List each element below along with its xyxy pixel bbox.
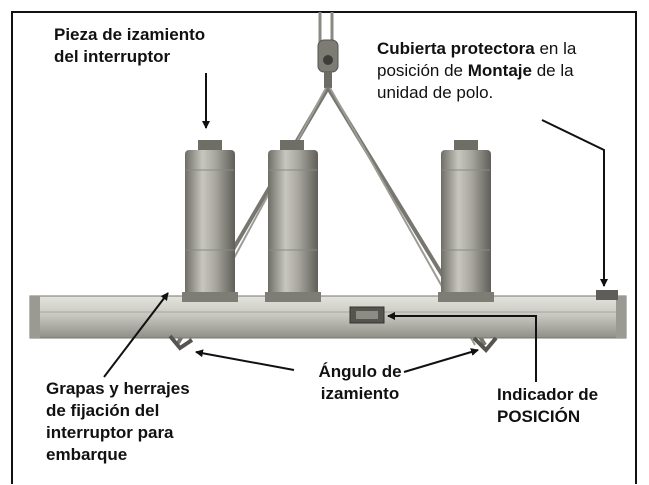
arrow-angle-left — [195, 349, 295, 371]
label-text: de la — [531, 61, 574, 80]
label-line: de fijación del — [46, 401, 160, 420]
label-position-indicator: Indicador de POSICIÓN — [497, 384, 647, 428]
pole-unit-left — [185, 140, 235, 300]
label-line: Cubierta protectora en la — [377, 38, 637, 60]
label-line: embarque — [46, 445, 128, 464]
shipping-clamp — [265, 292, 321, 302]
label-lifting-angle: Ángulo de izamiento — [295, 361, 425, 405]
lifting-angle-right — [472, 336, 498, 353]
pole-unit-right — [441, 140, 491, 300]
arrow-indicator — [387, 312, 537, 382]
label-lift-piece: Pieza de izamiento del interruptor — [54, 24, 284, 68]
pole-unit-middle — [268, 140, 318, 300]
arrow-clamps — [103, 292, 169, 378]
label-text: posición de — [377, 61, 468, 80]
figure-border — [11, 11, 637, 484]
label-line: Grapas y herrajes — [46, 379, 190, 398]
arrow-cover — [541, 119, 608, 287]
label-line: unidad de polo. — [377, 83, 494, 102]
shipping-clamp — [438, 292, 494, 302]
label-line: Pieza de izamiento — [54, 25, 206, 44]
label-text: en la — [534, 39, 577, 58]
label-line: POSICIÓN — [497, 407, 581, 426]
arrow-angle-right — [403, 348, 479, 373]
label-line: posición de Montaje de la — [377, 60, 637, 82]
label-line: izamiento — [320, 384, 400, 403]
protective-cover — [596, 290, 618, 300]
crane-hook — [317, 39, 339, 88]
label-bold-text: Cubierta protectora — [377, 39, 535, 58]
label-shipping-clamps: Grapas y herrajes de fijación del interr… — [46, 378, 246, 466]
position-indicator-window — [356, 311, 378, 319]
label-bold-text: Montaje — [467, 61, 532, 80]
label-line: interruptor para — [46, 423, 174, 442]
label-line: Indicador de — [497, 385, 599, 404]
label-line: Ángulo de — [318, 362, 402, 381]
label-protective-cover: Cubierta protectora en la posición de Mo… — [377, 38, 637, 104]
lifting-angle-left — [168, 334, 194, 351]
shipping-clamp — [182, 292, 238, 302]
label-line: del interruptor — [54, 47, 171, 66]
